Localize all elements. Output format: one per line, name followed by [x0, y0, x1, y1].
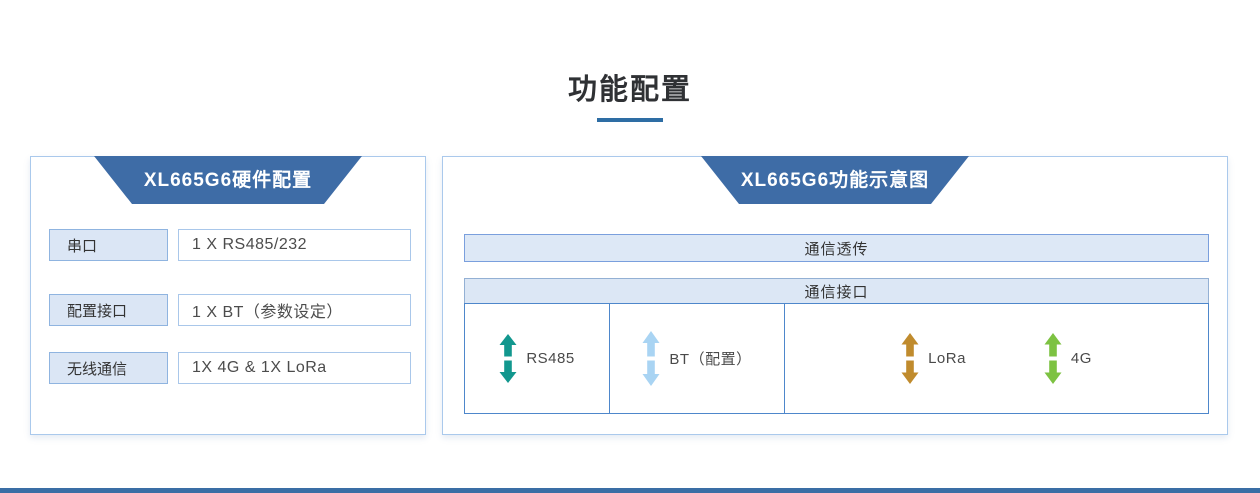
- interface-label: 4G: [1070, 350, 1092, 367]
- function-diagram-panel: XL665G6功能示意图 通信透传 通信接口 RS485: [442, 156, 1228, 435]
- hardware-row-wireless: 无线通信 1X 4G & 1X LoRa: [49, 352, 411, 384]
- communication-interface-table: 通信接口 RS485 BT（配置）: [464, 278, 1209, 414]
- interface-item: LoRa: [901, 333, 966, 384]
- page-title-block: 功能配置: [0, 66, 1260, 122]
- hardware-row-serial: 串口 1 X RS485/232: [49, 229, 411, 261]
- double-arrow-icon: [1044, 333, 1062, 384]
- interface-item: RS485: [499, 334, 574, 383]
- page-title: 功能配置: [567, 74, 692, 106]
- hardware-row-value: 1 X BT（参数设定）: [178, 294, 411, 326]
- interface-cell-bt: BT（配置）: [610, 304, 785, 413]
- communication-interface-table-body: RS485 BT（配置） LoRa: [464, 303, 1209, 414]
- interface-item: BT（配置）: [642, 331, 751, 386]
- hardware-config-panel-header: XL665G6硬件配置: [94, 156, 362, 204]
- hardware-row-label: 无线通信: [49, 352, 168, 384]
- function-diagram-panel-header: XL665G6功能示意图: [701, 156, 969, 204]
- hardware-row-label: 配置接口: [49, 294, 168, 326]
- interface-cell-wireless: LoRa 4G: [785, 304, 1208, 413]
- hardware-row-label: 串口: [49, 229, 168, 261]
- bottom-accent-bar: [0, 488, 1260, 493]
- double-arrow-icon: [499, 334, 517, 383]
- hardware-row-config-interface: 配置接口 1 X BT（参数设定）: [49, 294, 411, 326]
- hardware-row-value: 1X 4G & 1X LoRa: [178, 352, 411, 384]
- interface-item: 4G: [1044, 333, 1092, 384]
- interface-cell-rs485: RS485: [465, 304, 610, 413]
- double-arrow-icon: [901, 333, 919, 384]
- interface-label: LoRa: [928, 350, 966, 367]
- title-underline: [597, 118, 663, 122]
- hardware-config-panel: XL665G6硬件配置 串口 1 X RS485/232 配置接口 1 X BT…: [30, 156, 426, 435]
- interface-label: RS485: [526, 350, 575, 367]
- hardware-row-value: 1 X RS485/232: [178, 229, 411, 261]
- double-arrow-icon: [642, 331, 660, 386]
- communication-interface-table-header: 通信接口: [464, 278, 1209, 303]
- interface-label: BT（配置）: [669, 351, 752, 368]
- transparent-transmission-bar: 通信透传: [464, 234, 1209, 262]
